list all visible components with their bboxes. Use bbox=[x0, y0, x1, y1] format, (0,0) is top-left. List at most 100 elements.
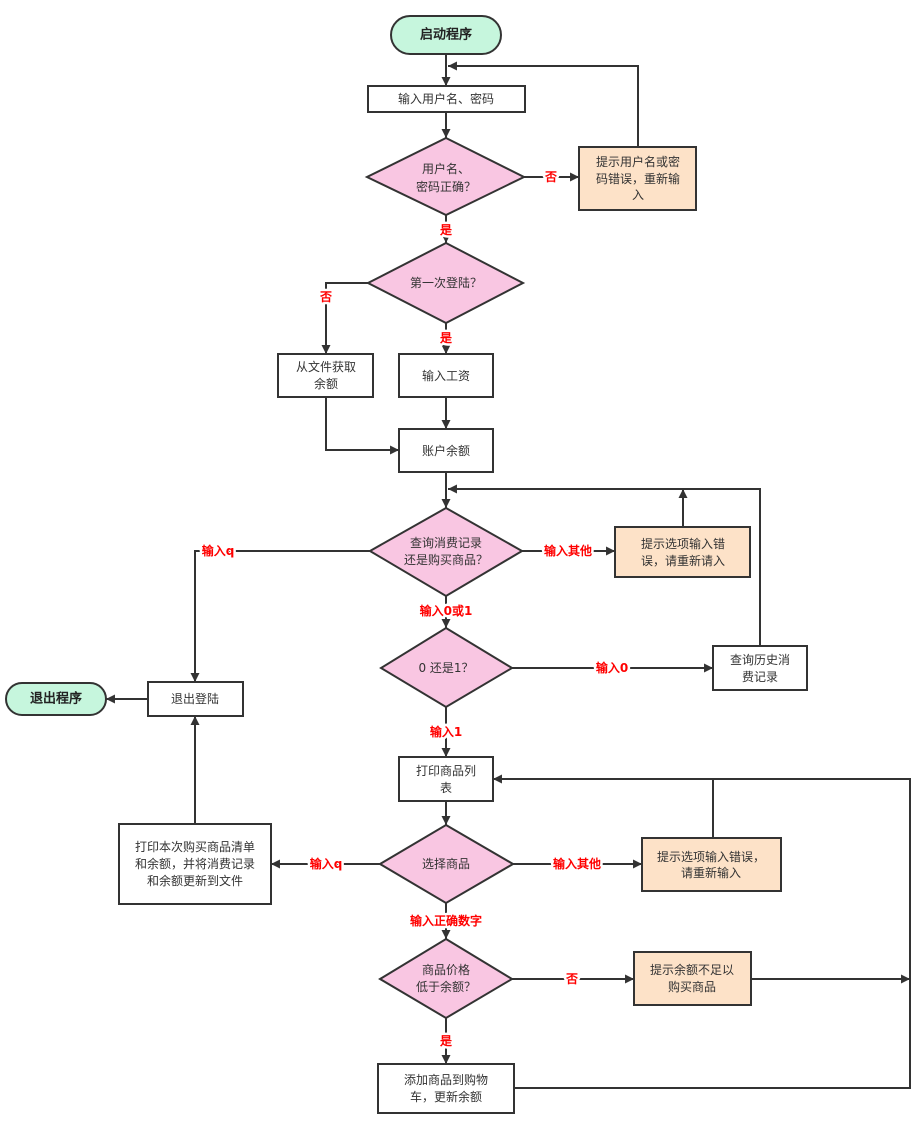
edge-label-price-yes: 是 bbox=[439, 1034, 453, 1048]
connector-action-quit bbox=[190, 550, 370, 683]
node-label: 提示选项输入错误， bbox=[657, 849, 765, 864]
node-label: 输入工资 bbox=[422, 368, 470, 383]
node-load-balance: 从文件获取 余额 bbox=[277, 353, 374, 398]
edge-label-select-quit: 输入q bbox=[310, 856, 343, 871]
node-label: 退出登陆 bbox=[171, 691, 219, 706]
node-select-error: 提示选项输入错误， 请重新输入 bbox=[641, 837, 782, 892]
node-input-salary: 输入工资 bbox=[398, 353, 494, 398]
node-label: 提示用户名或密 bbox=[596, 154, 680, 169]
node-logout: 退出登陆 bbox=[147, 681, 244, 717]
edge-label-action-quit: 输入q bbox=[202, 543, 235, 558]
node-label: 和余额，并将消费记录 bbox=[135, 856, 255, 871]
process-shape bbox=[277, 353, 374, 398]
node-label: 退出程序 bbox=[30, 691, 82, 707]
node-label: 提示余额不足以 bbox=[650, 962, 734, 977]
edge-label-choice-one: 输入1 bbox=[430, 724, 462, 739]
process-shape bbox=[398, 353, 494, 398]
edge-labels: 否 是 否 是 输入q 输入其他 输入0或1 输入0 输入1 输入q 输入其他 … bbox=[199, 168, 630, 1051]
connector-first-login-no bbox=[321, 282, 368, 355]
decision-shape bbox=[378, 823, 515, 905]
node-start: 启动程序 bbox=[390, 15, 502, 55]
node-add-to-cart: 添加商品到购物 车，更新余额 bbox=[377, 1063, 515, 1114]
warning-shape bbox=[614, 526, 751, 578]
decision-shape bbox=[365, 241, 526, 325]
node-input-credentials: 输入用户名、密码 bbox=[367, 85, 526, 113]
edge-label-price-no: 否 bbox=[565, 972, 578, 986]
node-label: 打印本次购买商品清单 bbox=[135, 839, 255, 854]
node-label: 输入用户名、密码 bbox=[398, 91, 494, 106]
connectors bbox=[105, 54, 911, 1089]
decision-shape bbox=[364, 136, 527, 217]
node-label: 低于余额？ bbox=[416, 979, 476, 994]
node-insufficient-balance: 提示余额不足以 购买商品 bbox=[633, 951, 752, 1006]
node-label: 启动程序 bbox=[420, 27, 472, 43]
process-shape bbox=[398, 756, 494, 802]
node-credentials-error: 提示用户名或密 码错误，重新输 入 bbox=[578, 146, 697, 211]
connector-credentials-retry-loop bbox=[447, 61, 639, 147]
node-label: 商品价格 bbox=[422, 962, 470, 977]
edge-label-select-other: 输入其他 bbox=[553, 856, 601, 871]
node-label: 误，请重新请入 bbox=[641, 553, 725, 568]
node-label: 请重新输入 bbox=[681, 865, 741, 880]
node-account-balance: 账户余额 bbox=[398, 428, 494, 473]
terminal-shape bbox=[5, 682, 107, 716]
node-check-credentials: 用户名、 密码正确？ bbox=[364, 136, 527, 217]
node-label: 入 bbox=[632, 188, 644, 202]
node-print-receipt: 打印本次购买商品清单 和余额，并将消费记录 和余额更新到文件 bbox=[118, 823, 272, 905]
node-label: 添加商品到购物 bbox=[404, 1072, 488, 1087]
process-shape bbox=[398, 428, 494, 473]
node-label: 从文件获取 bbox=[296, 359, 356, 374]
node-print-products: 打印商品列 表 bbox=[398, 756, 494, 802]
node-label: 第一次登陆？ bbox=[410, 275, 482, 290]
node-label: 车，更新余额 bbox=[410, 1089, 482, 1104]
node-label: 码错误，重新输 bbox=[596, 171, 680, 186]
edge-label-first-login-no: 否 bbox=[319, 290, 332, 304]
node-label: 密码正确？ bbox=[416, 179, 476, 194]
edge-label-choice-zero: 输入0 bbox=[596, 660, 628, 675]
edge-label-action-other: 输入其他 bbox=[544, 543, 592, 558]
warning-shape bbox=[641, 837, 782, 892]
edge-label-first-login-yes: 是 bbox=[439, 331, 453, 345]
node-label: 购买商品 bbox=[668, 979, 716, 994]
edge-label-select-valid: 输入正确数字 bbox=[410, 913, 482, 928]
node-label: 还是购买商品？ bbox=[404, 552, 488, 567]
node-label: 用户名、 bbox=[422, 161, 470, 176]
node-exit: 退出程序 bbox=[5, 682, 107, 716]
edge-label-action-zero-or-one: 输入0或1 bbox=[420, 603, 473, 618]
node-label: 0 还是1？ bbox=[418, 661, 473, 675]
process-shape bbox=[377, 1063, 515, 1114]
node-label: 查询历史消 bbox=[730, 653, 790, 667]
node-label: 表 bbox=[440, 781, 452, 795]
terminal-shape bbox=[390, 15, 502, 55]
decision-shape bbox=[368, 506, 524, 598]
edge-label-credentials-yes: 是 bbox=[439, 223, 453, 237]
node-first-login: 第一次登陆？ bbox=[365, 241, 526, 325]
node-label: 查询消费记录 bbox=[410, 536, 482, 550]
node-view-history: 查询历史消 费记录 bbox=[712, 645, 808, 691]
connector-file-to-balance bbox=[325, 397, 400, 455]
connector-history-loop bbox=[447, 484, 761, 646]
node-label: 提示选项输入错 bbox=[641, 536, 725, 551]
warning-shape bbox=[578, 146, 697, 211]
node-choose-action: 查询消费记录 还是购买商品？ bbox=[368, 506, 524, 598]
node-zero-or-one: 0 还是1？ bbox=[379, 626, 514, 709]
process-shape bbox=[147, 681, 244, 717]
decision-shape bbox=[378, 937, 514, 1020]
node-check-price: 商品价格 低于余额？ bbox=[378, 937, 514, 1020]
edge-label-credentials-no: 否 bbox=[544, 170, 557, 184]
node-select-product: 选择商品 bbox=[378, 823, 515, 905]
node-label: 费记录 bbox=[742, 670, 778, 684]
warning-shape bbox=[633, 951, 752, 1006]
node-action-error: 提示选项输入错 误，请重新请入 bbox=[614, 526, 751, 578]
node-label: 打印商品列 bbox=[416, 763, 476, 778]
process-shape bbox=[118, 823, 272, 905]
process-shape bbox=[367, 85, 526, 113]
process-shape bbox=[712, 645, 808, 691]
node-label: 选择商品 bbox=[422, 856, 470, 871]
node-label: 和余额更新到文件 bbox=[147, 873, 243, 888]
node-label: 账户余额 bbox=[422, 443, 470, 458]
connector-product-loop bbox=[492, 774, 911, 1089]
decision-shape bbox=[379, 626, 514, 709]
node-label: 余额 bbox=[314, 376, 338, 391]
